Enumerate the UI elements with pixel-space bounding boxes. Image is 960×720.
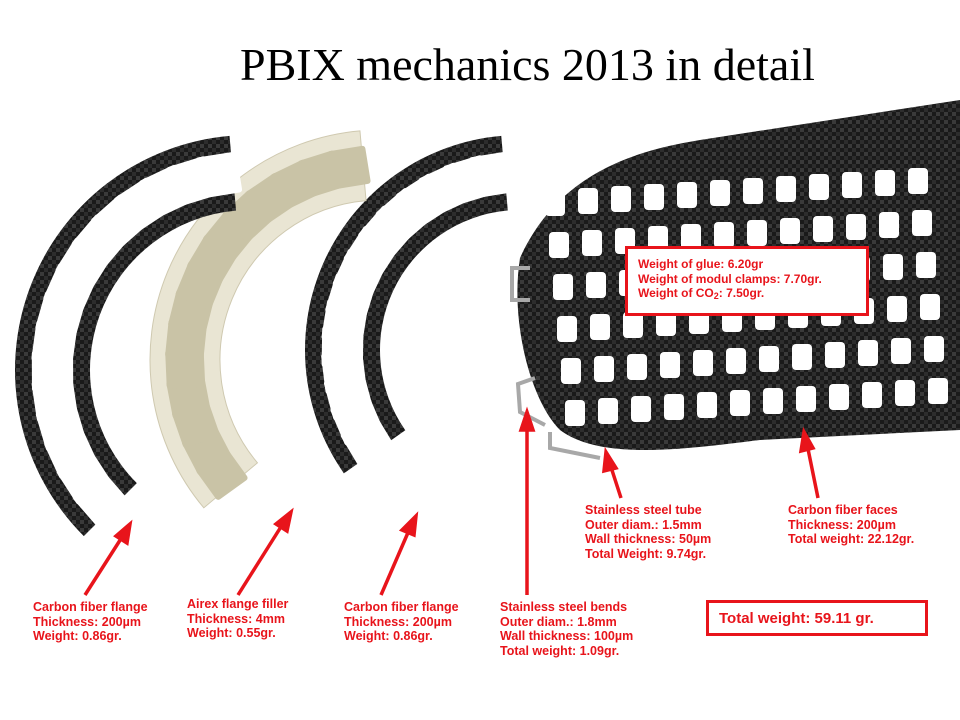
carbon-fiber-flange-right xyxy=(305,135,516,474)
tube-cutout xyxy=(780,218,800,244)
tube-cutout xyxy=(710,180,730,206)
label-carbon-fiber-flange-left: Carbon fiber flange Thickness: 200µm Wei… xyxy=(33,600,148,643)
label-stainless-steel-tube: Stainless steel tube Outer diam.: 1.5mm … xyxy=(585,503,712,561)
flange-cutout xyxy=(195,151,243,199)
tube-cutout xyxy=(631,396,651,422)
tube-cutout xyxy=(664,394,684,420)
tube-cutout xyxy=(846,214,866,240)
arrow-tube xyxy=(601,446,623,499)
tube-cutout xyxy=(582,230,602,256)
tube-cutout xyxy=(565,400,585,426)
tube-cutout xyxy=(656,310,676,336)
tube-cutout xyxy=(916,252,936,278)
tube-cutout xyxy=(648,226,668,252)
tube-cutout xyxy=(813,216,833,242)
page-title: PBIX mechanics 2013 in detail xyxy=(240,39,815,90)
tube-cutout xyxy=(743,178,763,204)
tube-cutout xyxy=(887,296,907,322)
tube-cutout xyxy=(623,312,643,338)
tube-cutout xyxy=(545,190,565,216)
arrow-flange-left xyxy=(83,519,133,596)
tube-cutout xyxy=(660,352,680,378)
tube-cutout xyxy=(557,316,577,342)
tube-cutout xyxy=(627,354,647,380)
tube-cutout xyxy=(644,184,664,210)
carbon-fiber-flange-left xyxy=(15,135,243,537)
tube-cutout xyxy=(891,338,911,364)
arrow-airex xyxy=(236,507,294,596)
tube-cutout xyxy=(792,344,812,370)
tube-cutout xyxy=(879,212,899,238)
tube-cutout xyxy=(697,392,717,418)
tube-cutout xyxy=(677,182,697,208)
tube-cutout xyxy=(730,390,750,416)
tube-cutout xyxy=(883,254,903,280)
tube-cutout xyxy=(895,380,915,406)
tube-cutout xyxy=(920,294,940,320)
tube-cutout xyxy=(598,398,618,424)
glue-clamps-co2-weight-box: Weight of glue: 6.20gr Weight of modul c… xyxy=(625,246,869,316)
tube-cutout xyxy=(776,176,796,202)
tube-cutout xyxy=(763,388,783,414)
tube-cutout xyxy=(726,348,746,374)
tube-cutout xyxy=(611,186,631,212)
label-carbon-fiber-flange-mid: Carbon fiber flange Thickness: 200µm Wei… xyxy=(344,600,459,643)
airex-flange-filler xyxy=(149,130,371,509)
tube-cutout xyxy=(829,384,849,410)
label-airex-flange-filler: Airex flange filler Thickness: 4mm Weigh… xyxy=(187,597,289,640)
tube-cutout xyxy=(681,224,701,250)
tube-cutout xyxy=(796,386,816,412)
tube-cutout xyxy=(594,356,614,382)
tube-cutout xyxy=(759,346,779,372)
tube-cutout xyxy=(578,188,598,214)
arrow-flange-mid xyxy=(379,511,419,596)
tube-cutout xyxy=(862,382,882,408)
label-stainless-steel-bends: Stainless steel bends Outer diam.: 1.8mm… xyxy=(500,600,634,658)
tube-cutout xyxy=(590,314,610,340)
tube-cutouts xyxy=(545,168,948,426)
label-carbon-fiber-faces: Carbon fiber faces Thickness: 200µm Tota… xyxy=(788,503,915,546)
leader-arrows xyxy=(83,406,820,596)
flange-cutout xyxy=(469,151,516,198)
arrow-faces xyxy=(798,426,820,499)
stainless-steel-bends xyxy=(510,266,601,460)
flange-cutout xyxy=(327,145,371,190)
tube-cutout xyxy=(825,342,845,368)
tube-cutout xyxy=(549,232,569,258)
arrow-bends xyxy=(518,406,536,595)
tube-cutout xyxy=(858,340,878,366)
tube-cutout xyxy=(924,336,944,362)
total-weight-box: Total weight: 59.11 gr. xyxy=(706,600,928,636)
tube-cutout xyxy=(928,378,948,404)
tube-cutout xyxy=(586,272,606,298)
tube-cutout xyxy=(693,350,713,376)
tube-cutout xyxy=(714,222,734,248)
tube-cutout xyxy=(875,170,895,196)
tube-cutout xyxy=(912,210,932,236)
tube-cutout xyxy=(747,220,767,246)
tube-cutout xyxy=(809,174,829,200)
tube-cutout xyxy=(561,358,581,384)
tube-cutout xyxy=(908,168,928,194)
tube-cutout xyxy=(553,274,573,300)
tube-cutout xyxy=(842,172,862,198)
